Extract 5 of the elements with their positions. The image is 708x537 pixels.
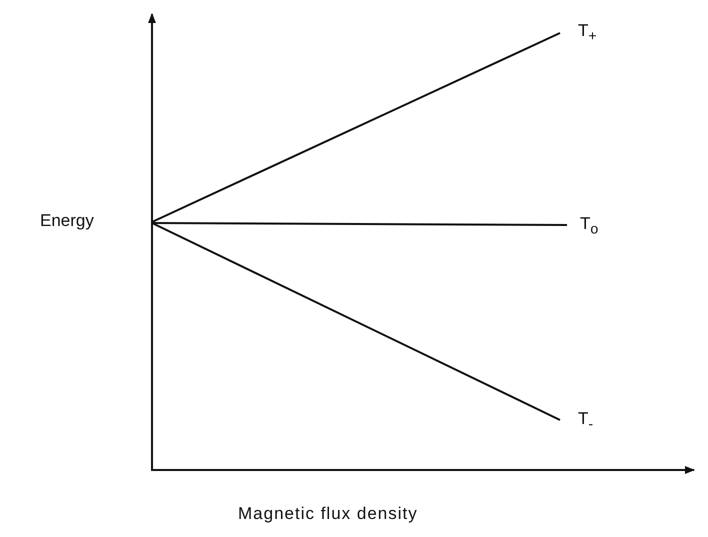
level-label: T$_{-}$	[578, 410, 594, 433]
level-label: T$_{+}$	[578, 22, 597, 45]
level-label: T$_{o}$	[580, 215, 598, 238]
axis-label: Energy	[40, 212, 94, 231]
axis-label: Magnetic flux density	[238, 505, 418, 524]
